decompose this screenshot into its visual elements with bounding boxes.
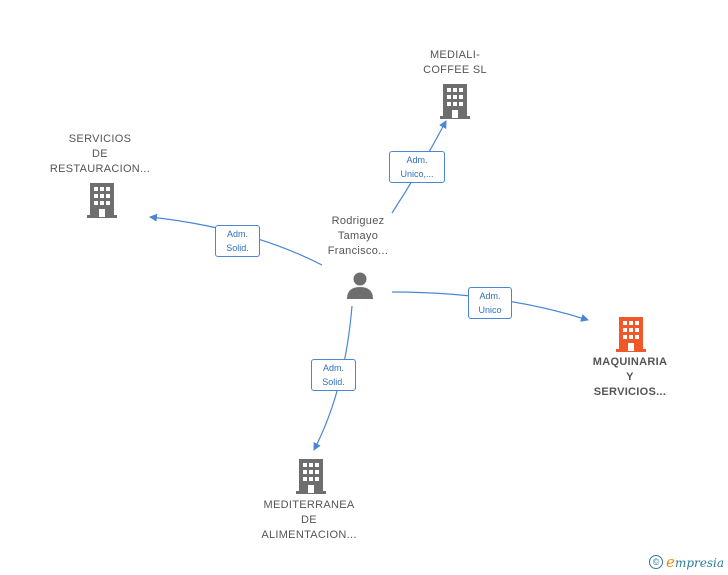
person-icon[interactable]	[345, 270, 375, 300]
relation-label-servicios-restauracion[interactable]: Adm. Solid.	[215, 225, 260, 257]
company-label-mediterranea[interactable]: MEDITERRANEA DE ALIMENTACION...	[261, 499, 357, 541]
center-person-label[interactable]: Rodriguez Tamayo Francisco...	[327, 215, 389, 257]
relation-label-maquinaria[interactable]: Adm. Unico	[468, 287, 512, 319]
company-label-mediali[interactable]: MEDIALI- COFFEE SL	[423, 49, 487, 76]
building-icon[interactable]	[438, 82, 472, 120]
copyright-icon: ©	[649, 555, 664, 569]
building-icon[interactable]	[85, 181, 119, 219]
company-label-servicios-restauracion[interactable]: SERVICIOS DE RESTAURACION...	[49, 133, 151, 175]
building-icon[interactable]	[614, 315, 648, 353]
brand-logo: empresia	[666, 553, 724, 571]
relation-label-mediterranea[interactable]: Adm. Solid.	[311, 359, 356, 391]
company-label-maquinaria[interactable]: MAQUINARIA Y SERVICIOS...	[592, 356, 668, 398]
relation-label-mediali[interactable]: Adm. Unico,...	[389, 151, 445, 183]
brand-footer[interactable]: © empresia	[649, 553, 724, 571]
building-icon[interactable]	[294, 457, 328, 495]
